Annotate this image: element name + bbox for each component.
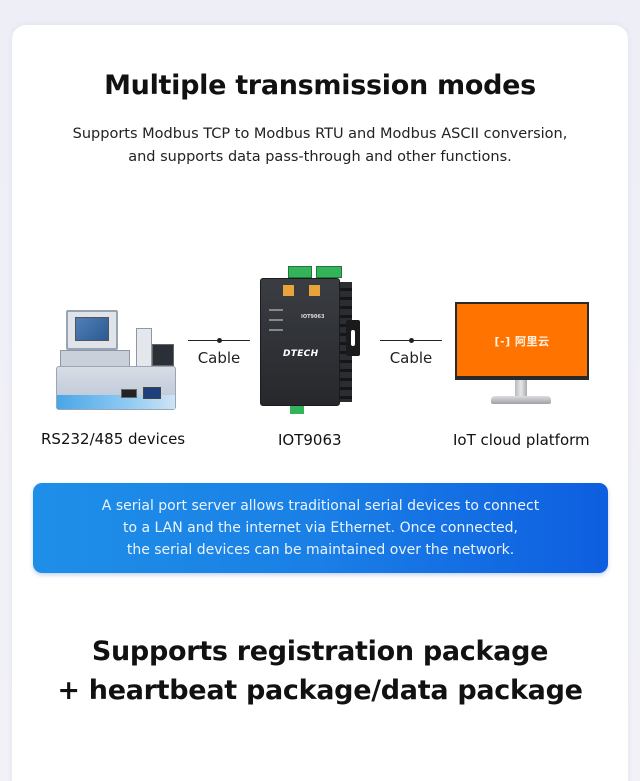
- cable-connector-2: Cable: [380, 338, 442, 367]
- industrial-device-icon: [48, 302, 180, 414]
- cable-label: Cable: [197, 349, 241, 367]
- cable-line-icon: [188, 338, 250, 343]
- serial-server-icon: IOT9063 DTECH: [258, 266, 364, 414]
- subtitle-line: and supports data pass-through and other…: [128, 149, 512, 165]
- info-line: A serial port server allows traditional …: [101, 498, 540, 514]
- section-title: Multiple transmission modes: [104, 70, 536, 101]
- node-label-cloud-platform: IoT cloud platform: [453, 431, 590, 449]
- monitor-icon: [-] 阿里云: [455, 302, 589, 410]
- section-subtitle: Supports Modbus TCP to Modbus RTU and Mo…: [0, 123, 640, 169]
- din-rail-bracket-icon: [346, 320, 360, 356]
- cable-connector-1: Cable: [188, 338, 250, 367]
- section2-title-line: Supports registration package: [91, 636, 549, 667]
- section2-title-line: + heartbeat package/data package: [57, 675, 583, 706]
- cloud-logo: [-] 阿里云: [494, 335, 550, 348]
- info-banner: A serial port server allows traditional …: [33, 483, 608, 573]
- subtitle-line: Supports Modbus TCP to Modbus RTU and Mo…: [72, 126, 568, 142]
- node-label-iot9063: IOT9063: [278, 431, 342, 449]
- device-model-text: IOT9063: [301, 314, 325, 320]
- cable-label: Cable: [389, 349, 433, 367]
- section2-title: Supports registration package + heartbea…: [0, 632, 640, 710]
- connection-diagram: RS232/485 devices Cable IOT9063 DTECH IO…: [0, 260, 640, 460]
- info-line: the serial devices can be maintained ove…: [126, 542, 515, 558]
- device-brand-logo: DTECH: [283, 349, 319, 359]
- node-label-rs-devices: RS232/485 devices: [41, 430, 186, 448]
- info-line: to a LAN and the internet via Ethernet. …: [123, 520, 518, 536]
- cable-line-icon: [380, 338, 442, 343]
